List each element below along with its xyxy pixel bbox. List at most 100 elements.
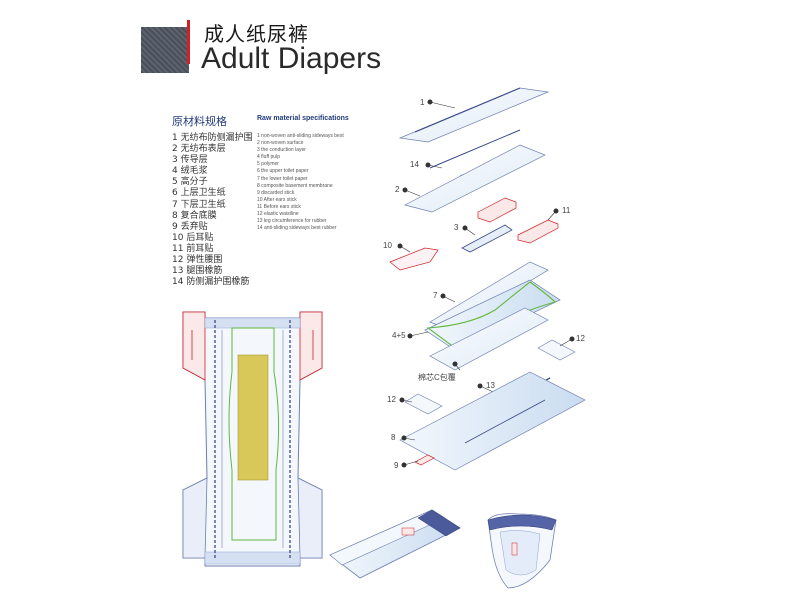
specs-heading-en: Raw material specifications: [257, 115, 349, 122]
specs-list-en: 1 non-woven anti-sliding sideways best 2…: [257, 133, 344, 232]
spec-item-cn: 9 丢弃贴: [172, 221, 208, 232]
layer-8-rubber-a: [464, 399, 546, 444]
marker-14: [425, 162, 431, 168]
flat-diaper-back-ear-right: [297, 477, 323, 559]
specs-list-cn: 1 无纺布防侧漏护围 2 无纺布表层 3 传导层 4 绒毛浆 5 高分子 6 上…: [172, 133, 253, 288]
folded-diaper-top: [329, 509, 446, 566]
label-12b: 12: [387, 395, 396, 404]
marker-11: [553, 208, 559, 214]
marker-10: [397, 243, 403, 249]
exploded-view: 1 14 2 11 3 10 7: [383, 87, 586, 471]
marker-core-note: [452, 361, 458, 367]
flat-diaper-absorbent-core: [237, 354, 269, 481]
layer-2-surface: [404, 144, 546, 213]
label-11: 11: [562, 206, 571, 215]
marker-1: [427, 99, 433, 105]
spec-item-cn: 4 绒毛浆: [172, 166, 208, 177]
flat-diaper-waist-band-bottom: [204, 551, 301, 565]
marker-45: [407, 333, 413, 339]
flat-diaper-back-ear-left: [182, 477, 208, 559]
flat-diaper-waist-band-top: [204, 317, 301, 329]
spec-item-en: 1 non-woven anti-sliding sideways best: [257, 133, 344, 139]
label-12a: 12: [576, 334, 585, 343]
spec-item-cn: 5 高分子: [172, 177, 208, 188]
layer-14-elastic: [429, 129, 521, 169]
leader-1: [429, 101, 456, 109]
spec-item-en: 9 discarded stick: [257, 189, 295, 196]
layer-3-conduction: [461, 224, 513, 253]
spec-item-en: 6 the upper toilet paper: [257, 168, 309, 175]
spec-item-cn: 3 传导层: [172, 155, 208, 166]
spec-item-en: 10 After ears stick: [257, 196, 297, 203]
layer-1-elastic: [414, 87, 521, 133]
spec-item-cn: 10 后耳贴: [172, 232, 214, 243]
label-10: 10: [383, 241, 392, 250]
marker-12b: [399, 397, 405, 403]
worn-diaper-tab: [511, 542, 518, 556]
flat-diaper: [182, 311, 323, 567]
spec-item-en: 11 Before ears stick: [257, 203, 301, 210]
marker-8: [401, 435, 407, 441]
worn-diaper: [487, 513, 557, 589]
spec-item-cn: 1 无纺布防侧漏护围: [172, 133, 253, 143]
label-3: 3: [454, 223, 459, 232]
spec-item-en: 12 elastic waistline: [257, 211, 299, 218]
spec-item-en: 2 non-woven surface: [257, 140, 304, 147]
spec-item-cn: 11 前耳贴: [172, 243, 214, 254]
marker-2: [402, 187, 408, 193]
marker-9: [401, 462, 407, 468]
spec-item-cn: 8 复合底膜: [172, 210, 217, 221]
spec-item-cn: 7 下层卫生纸: [172, 199, 226, 210]
worn-diaper-inner: [499, 530, 541, 576]
spec-item-en: 3 the conduction layer: [257, 147, 306, 154]
marker-7: [440, 293, 446, 299]
page-title-cn: 成人纸尿裤: [204, 22, 309, 46]
spec-item-cn: 13 腿围橡筋: [172, 266, 223, 277]
folded-diaper: [329, 509, 461, 579]
label-2: 2: [395, 185, 400, 194]
flat-diaper-front-ear-right: [299, 311, 323, 381]
layer-12-waist-b: [404, 393, 443, 415]
label-core-note: 棉芯C包覆: [418, 372, 456, 382]
layer-12-waist-a: [537, 339, 576, 361]
label-8: 8: [391, 433, 396, 442]
specs-heading-cn: 原材料规格: [172, 115, 227, 128]
marker-3: [462, 225, 468, 231]
spec-item-cn: 14 防侧漏护围橡筋: [172, 277, 250, 288]
spec-item-cn: 12 弹性腰围: [172, 255, 223, 266]
label-14: 14: [410, 160, 419, 169]
leader-45: [409, 331, 429, 337]
spec-item-en: 4 fluff pulp: [257, 154, 280, 161]
marker-13: [477, 383, 483, 389]
page-title-en: Adult Diapers: [201, 42, 382, 75]
spec-item-cn: 2 无纺布表层: [172, 144, 226, 155]
layer-8-base-membrane: [399, 371, 586, 471]
flat-diaper-green-outline: [228, 327, 280, 541]
layer-10-back-ear: [389, 247, 439, 271]
layer-11-front-ear-b: [517, 219, 559, 244]
label-1: 1: [420, 98, 425, 107]
spec-item-en: 5 polymer: [257, 161, 279, 168]
worn-diaper-waist: [487, 514, 557, 531]
spec-item-en: 14 anti-sliding sideways best rubber: [257, 225, 337, 232]
label-9: 9: [394, 461, 399, 470]
label-45: 4+5: [392, 331, 406, 340]
logo-block: [141, 27, 189, 73]
spec-item-en: 7 the lower toilet paper: [257, 175, 308, 182]
layer-1-strips: [398, 87, 550, 143]
marker-12a: [569, 336, 575, 342]
layer-6-upper-paper: [429, 307, 549, 371]
spec-item-cn: 6 上层卫生纸: [172, 188, 226, 199]
label-13: 13: [486, 381, 495, 390]
logo-accent-bar: [187, 20, 190, 64]
layer-9-discard-stick: [414, 454, 435, 466]
label-7: 7: [433, 291, 438, 300]
spec-item-en: 8 composite basement membrane: [257, 182, 333, 189]
spec-item-en: 13 leg circumference for rubber: [257, 218, 327, 225]
folded-diaper-waist-band: [417, 509, 461, 537]
leader-2: [404, 189, 421, 197]
layer-11-front-ear-a: [477, 197, 517, 223]
layer-45-core-base: [424, 279, 561, 351]
flat-diaper-front-ear-left: [182, 311, 206, 381]
